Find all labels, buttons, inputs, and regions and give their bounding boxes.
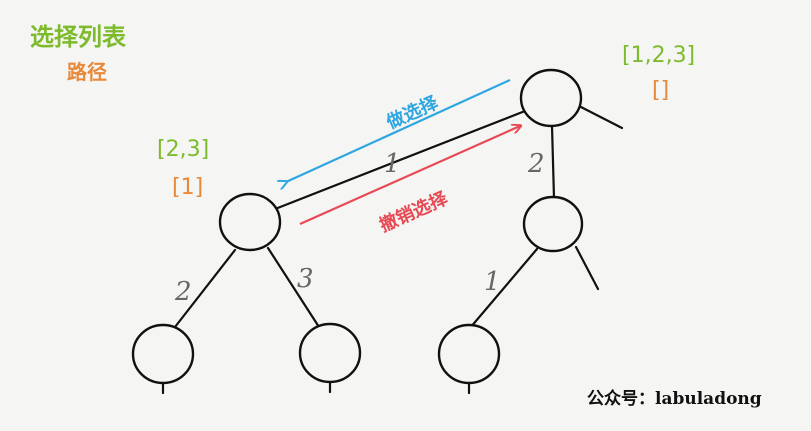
left-node-path: [1] [172, 175, 203, 200]
node-root [519, 68, 583, 128]
edge-right-stub [574, 245, 600, 291]
tree-nodes [131, 68, 584, 385]
node-left [218, 192, 282, 252]
node-leaf-3 [437, 323, 501, 385]
legend-path: 路径 [67, 60, 107, 84]
edge-left-child-b [266, 246, 321, 329]
node-leaf-1 [131, 323, 195, 385]
edge-root-left [268, 109, 527, 213]
legend-choice-list: 选择列表 [30, 23, 127, 51]
make-choice-label: 做选择 [382, 91, 442, 134]
edge-label-right-child: 1 [484, 267, 501, 297]
undo-choice-label: 撤销选择 [376, 187, 452, 237]
undo-choice-arrow [299, 126, 520, 226]
tree-edges [161, 104, 624, 395]
edge-label-left-child-b: 3 [297, 264, 314, 294]
node-leaf-2 [298, 322, 362, 384]
watermark: 公众号：labuladong [587, 388, 762, 409]
edge-root-stub [577, 104, 624, 130]
edge-left-child-a [173, 248, 237, 329]
root-path: [] [652, 78, 669, 103]
edge-root-right [550, 124, 556, 200]
left-node-choice-list: [2,3] [157, 137, 209, 162]
edge-label-root-right: 2 [527, 149, 545, 179]
node-right [522, 195, 584, 253]
edge-label-left-child-a: 2 [174, 277, 192, 307]
make-choice-arrow [286, 78, 511, 182]
edge-right-child [468, 247, 539, 330]
edge-label-root-left: 1 [384, 149, 401, 179]
root-choice-list: [1,2,3] [622, 43, 695, 68]
